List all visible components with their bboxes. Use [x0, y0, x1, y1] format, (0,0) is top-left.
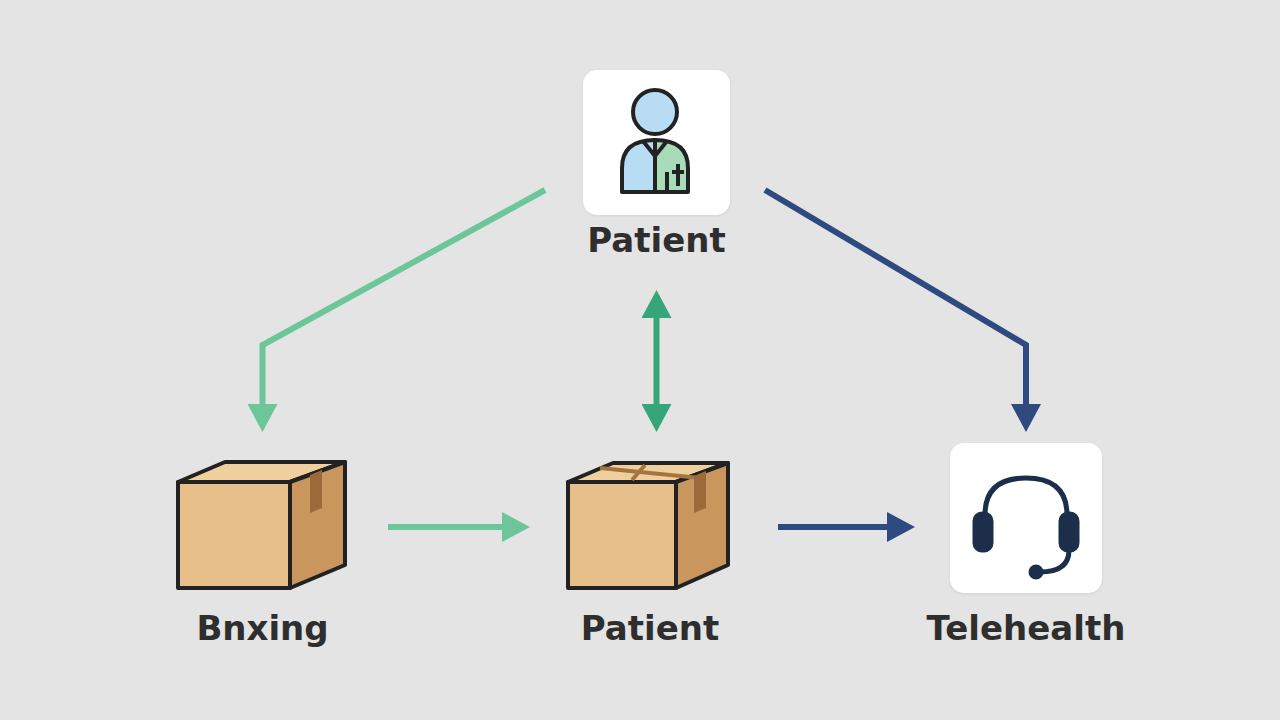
node-label: Telehealth	[927, 610, 1126, 646]
box-tape	[600, 465, 700, 480]
box-front	[178, 482, 290, 588]
node-label: Bnxing	[196, 610, 328, 646]
box-side	[676, 463, 728, 588]
node-label: Patient	[587, 222, 725, 258]
flow-arrow	[654, 312, 660, 410]
package-node: Bnxing	[175, 440, 350, 650]
box-side	[290, 462, 345, 588]
cardboard-box-icon	[178, 462, 345, 588]
package-node: Patient	[565, 440, 735, 650]
box-tape	[694, 471, 706, 513]
node-label: Patient	[581, 610, 719, 646]
box-top	[568, 463, 728, 482]
cardboard-box-icon	[568, 463, 728, 588]
flow-arrow	[765, 190, 1026, 410]
node-frame	[583, 70, 730, 215]
icon-box: Telehealth	[950, 440, 1102, 650]
box-top	[178, 462, 345, 482]
icon-box: Patient	[583, 70, 730, 265]
box-front	[568, 482, 676, 588]
box-tape	[310, 470, 322, 513]
flow-arrow	[388, 524, 508, 530]
flow-arrow	[263, 190, 546, 410]
node-frame	[950, 443, 1102, 593]
flow-arrow	[778, 524, 893, 530]
